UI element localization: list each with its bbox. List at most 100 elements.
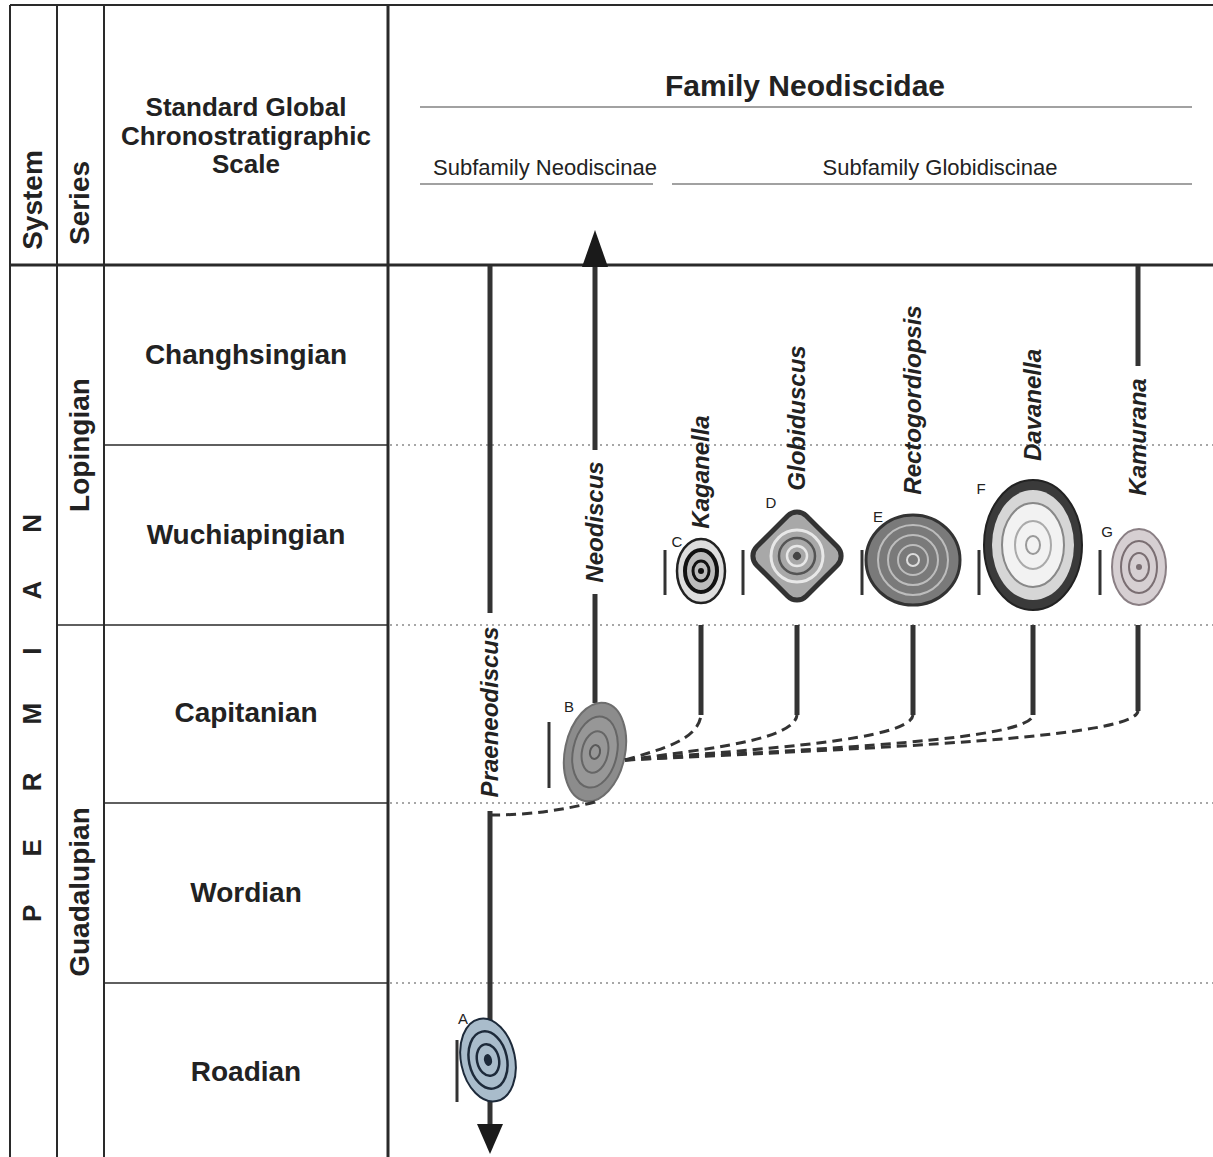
specimen-f	[984, 480, 1082, 610]
specimen-letter: D	[766, 494, 777, 511]
taxon-range: Neodiscus	[565, 458, 625, 803]
table-border	[10, 4, 1213, 6]
header-line	[10, 264, 1213, 267]
subfamily-header: Subfamily Globidiscinae	[823, 155, 1058, 180]
taxon-range: Globiduscus	[779, 342, 815, 716]
series-name: Guadalupian	[64, 807, 96, 977]
stage-line	[57, 624, 388, 626]
lineage-connector	[625, 715, 913, 760]
specimen-proloculus	[589, 744, 602, 760]
specimen-chamber	[1129, 553, 1149, 581]
taxon-range: Rectogordiopsis	[895, 302, 931, 716]
specimen-chamber	[888, 535, 938, 585]
column-header: Standard Global Chronostratigraphic Scal…	[108, 93, 384, 179]
stage-dotted-line	[390, 982, 1213, 984]
specimen-proloculus	[791, 550, 802, 561]
specimen-chamber	[772, 531, 823, 582]
lineage-connector	[625, 711, 1138, 760]
specimen-chamber	[463, 1028, 512, 1093]
column-line	[103, 5, 105, 1157]
specimen-b	[555, 697, 634, 807]
stage-line	[104, 982, 388, 984]
stage-name: Capitanian	[174, 697, 317, 729]
specimen-chamber	[1002, 503, 1064, 587]
specimen-letter: E	[873, 508, 883, 525]
range-line	[593, 266, 598, 450]
specimen-chamber	[1121, 541, 1157, 593]
stage-line	[104, 444, 388, 446]
specimen-chamber	[693, 561, 709, 581]
specimen-chamber	[1015, 521, 1051, 569]
specimen-e	[866, 515, 960, 605]
specimen-chamber	[898, 545, 928, 575]
scale-bar	[1099, 550, 1102, 595]
taxon-name: Neodiscus	[581, 461, 609, 582]
stage-dotted-line	[390, 802, 1213, 804]
taxon-range: Kaganella	[683, 412, 719, 716]
range-line	[1136, 625, 1141, 711]
range-lines	[490, 266, 1138, 1127]
specimen-proloculus	[698, 568, 704, 574]
taxon-name: Globiduscus	[783, 345, 811, 490]
specimen-shell	[677, 539, 725, 603]
system-name: PERMIAN	[18, 466, 48, 970]
specimen-g	[1112, 529, 1166, 605]
specimen-chamber	[566, 712, 624, 792]
scale-bar	[742, 550, 745, 595]
specimen-letter: B	[564, 698, 574, 715]
specimen-shell	[748, 507, 847, 606]
stage-name: Changhsingian	[145, 339, 347, 371]
scale-bar	[861, 550, 864, 595]
stage-name: Wordian	[190, 877, 301, 909]
header-rules	[420, 107, 1192, 184]
specimen-chamber	[685, 550, 717, 592]
range-line	[1136, 266, 1141, 366]
range-line	[488, 811, 493, 1127]
lineage-connector	[625, 715, 701, 760]
range-line	[1031, 625, 1036, 715]
taxon-range: Davanella	[1015, 345, 1051, 715]
arrow-head	[582, 230, 608, 267]
range-line	[911, 625, 916, 715]
specimen-shell	[1112, 529, 1166, 605]
lineage-connector	[625, 715, 1033, 760]
specimen-chamber	[760, 519, 834, 593]
dotted-lines	[390, 445, 1213, 983]
arrow-head	[477, 1124, 503, 1154]
column-header: System	[17, 150, 49, 250]
specimen-chamber	[878, 525, 948, 595]
family-header: Family Neodiscidae	[665, 69, 945, 104]
specimen-letter: F	[976, 480, 985, 497]
scale-bar	[456, 1040, 459, 1102]
range-line	[699, 625, 704, 715]
specimen-letter: G	[1101, 523, 1113, 540]
taxon-range: Kamurana	[1120, 375, 1156, 712]
specimen-shell	[984, 480, 1082, 610]
specimen-chamber	[578, 729, 612, 775]
specimen-proloculus	[1136, 564, 1142, 570]
scale-bar	[664, 550, 667, 595]
stage-line	[104, 802, 388, 804]
table-grid	[10, 5, 1213, 1157]
subfamily-rule	[672, 183, 1192, 184]
stage-dotted-line	[390, 624, 1213, 626]
specimen-proloculus	[1026, 536, 1040, 554]
column-line	[56, 5, 58, 1157]
column-header: Series	[64, 161, 96, 245]
taxon-range: Praeneodiscus	[472, 623, 508, 816]
subfamily-header: Subfamily Neodiscinae	[433, 155, 657, 180]
taxon-name: Praeneodiscus	[476, 627, 504, 798]
specimen-shell	[555, 697, 634, 807]
scale-bar	[978, 550, 981, 595]
taxon-name: Davanella	[1019, 349, 1047, 461]
range-line	[593, 594, 598, 703]
scale-bar	[548, 722, 551, 788]
column-line	[387, 5, 390, 1157]
range-line	[795, 625, 800, 715]
specimen-proloculus	[483, 1053, 493, 1066]
taxon-name: Rectogordiopsis	[899, 305, 927, 494]
series-name: Lopingian	[64, 378, 96, 512]
range-line	[488, 266, 493, 613]
lineage-connector	[625, 715, 797, 760]
